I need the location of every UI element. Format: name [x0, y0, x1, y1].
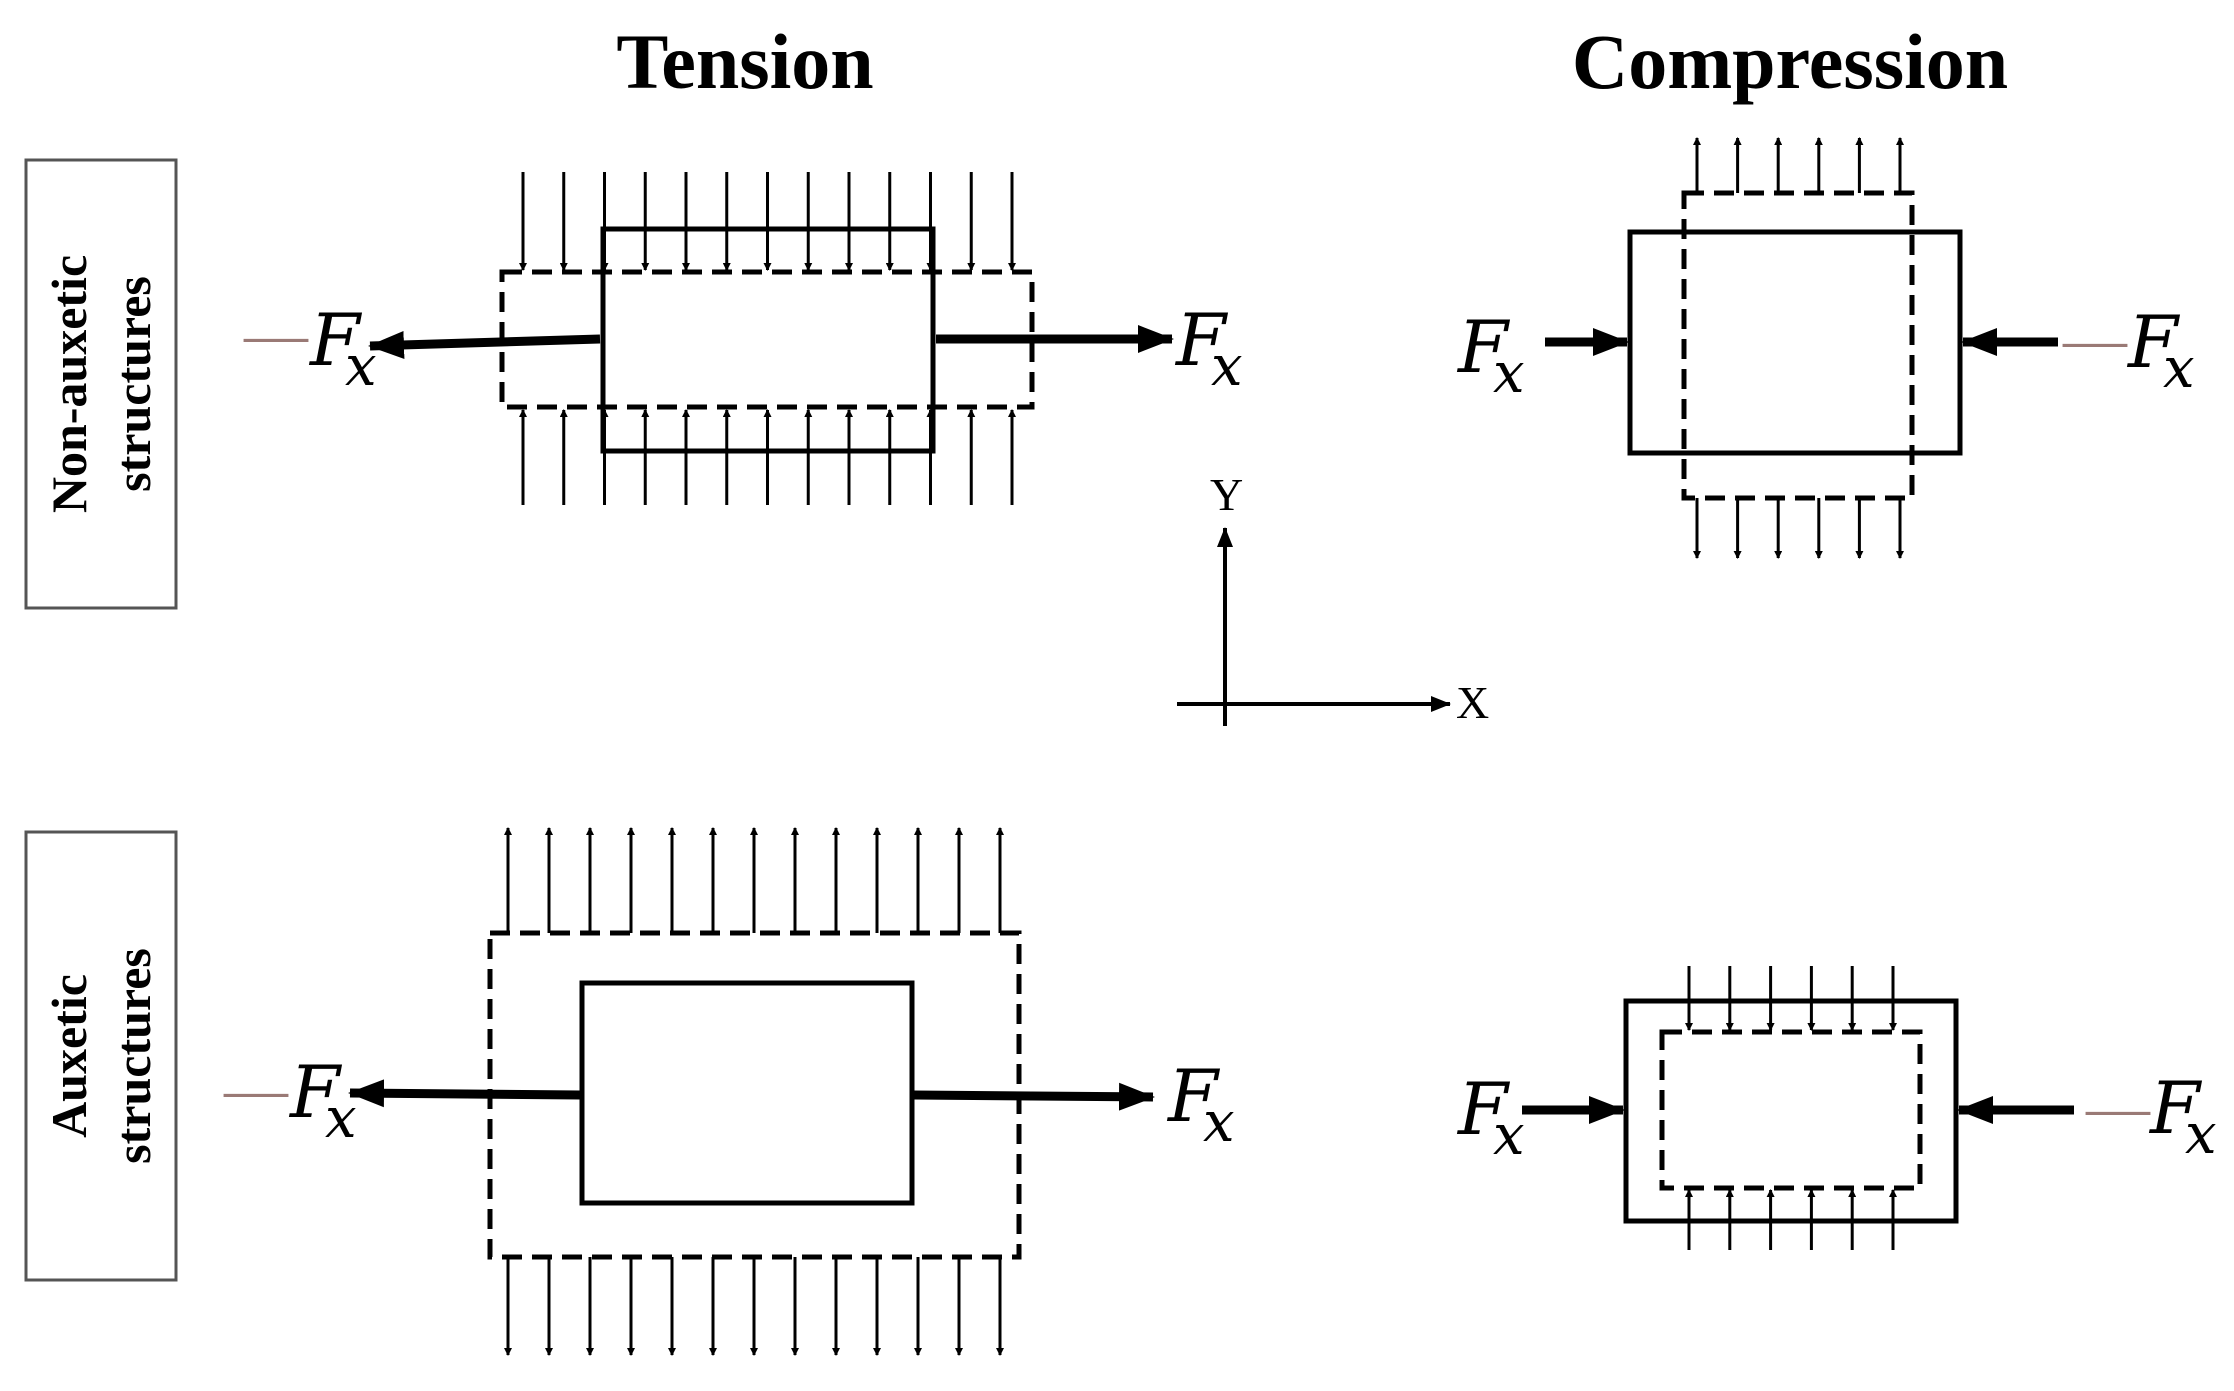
svg-text:x: x — [2185, 1102, 2217, 1167]
original-shape — [579, 980, 915, 1206]
force-label-neg-fx: — F x — [2062, 300, 2195, 401]
panel-non-auxetic-tension: — F x F x — [243, 172, 1243, 505]
force-label-fx: F x — [1174, 298, 1243, 399]
deformed-shape — [1659, 1029, 1923, 1191]
force-label-neg-fx: — F x — [223, 1050, 357, 1151]
svg-text:x: x — [2163, 336, 2195, 401]
panel-non-auxetic-compression: F x — F x — [1456, 137, 2195, 559]
svg-text:x: x — [1203, 1090, 1235, 1155]
svg-text:x: x — [1211, 334, 1243, 399]
contraction-arrows-bottom — [519, 409, 1016, 505]
force-arrow-left — [368, 330, 601, 359]
expansion-arrows-bottom — [1693, 498, 1904, 559]
expansion-arrows-top — [1693, 137, 1904, 193]
svg-text:F: F — [2148, 1066, 2203, 1150]
force-label-neg-fx: — F x — [2085, 1066, 2217, 1167]
deformed-shape — [1681, 190, 1915, 501]
contraction-arrows-top — [1685, 966, 1897, 1031]
svg-text:x: x — [1493, 1103, 1525, 1168]
svg-text:F: F — [1456, 1067, 1511, 1151]
title-compression: Compression — [1572, 18, 2008, 105]
svg-text:—: — — [223, 1053, 289, 1124]
x-axis-label: X — [1456, 677, 1489, 728]
row-label-auxetic: Auxetic structures — [24, 830, 178, 1282]
force-label-neg-fx: — F x — [243, 298, 377, 399]
row-label-non-auxetic: Non-auxetic structures — [24, 158, 178, 610]
expansion-arrows-top — [504, 827, 1004, 933]
force-label-fx: F x — [1166, 1054, 1235, 1155]
contraction-arrows-bottom — [1685, 1189, 1897, 1250]
svg-text:F: F — [308, 298, 363, 382]
svg-text:F: F — [2126, 300, 2181, 384]
force-arrow-right — [913, 1082, 1155, 1111]
svg-text:x: x — [1493, 341, 1525, 406]
title-tension: Tension — [616, 18, 873, 105]
row-label-non-auxetic-line2: structures — [105, 276, 161, 492]
panel-auxetic-tension: — F x F x — [223, 827, 1235, 1356]
svg-text:F: F — [1174, 298, 1229, 382]
contraction-arrows-top — [519, 172, 1016, 271]
panel-auxetic-compression: F x — F x — [1456, 966, 2217, 1250]
svg-text:—: — — [2085, 1071, 2151, 1142]
force-label-fx: F x — [1456, 1067, 1525, 1168]
row-label-non-auxetic-line1: Non-auxetic — [41, 255, 97, 513]
original-shape — [1627, 229, 1963, 456]
svg-text:x: x — [345, 334, 377, 399]
original-shape — [1623, 998, 1959, 1224]
y-axis-label: Y — [1210, 469, 1243, 520]
force-arrow-left — [348, 1079, 581, 1108]
row-label-auxetic-line1: Auxetic — [41, 974, 97, 1138]
expansion-arrows-bottom — [504, 1257, 1004, 1356]
svg-text:F: F — [1456, 305, 1511, 389]
coordinate-axes: Y X — [1177, 469, 1489, 728]
svg-text:F: F — [288, 1050, 343, 1134]
svg-text:—: — — [243, 298, 309, 369]
force-label-fx: F x — [1456, 305, 1525, 406]
row-label-auxetic-line2: structures — [105, 948, 161, 1164]
svg-text:F: F — [1166, 1054, 1221, 1138]
svg-text:—: — — [2062, 303, 2128, 374]
svg-text:x: x — [325, 1086, 357, 1151]
